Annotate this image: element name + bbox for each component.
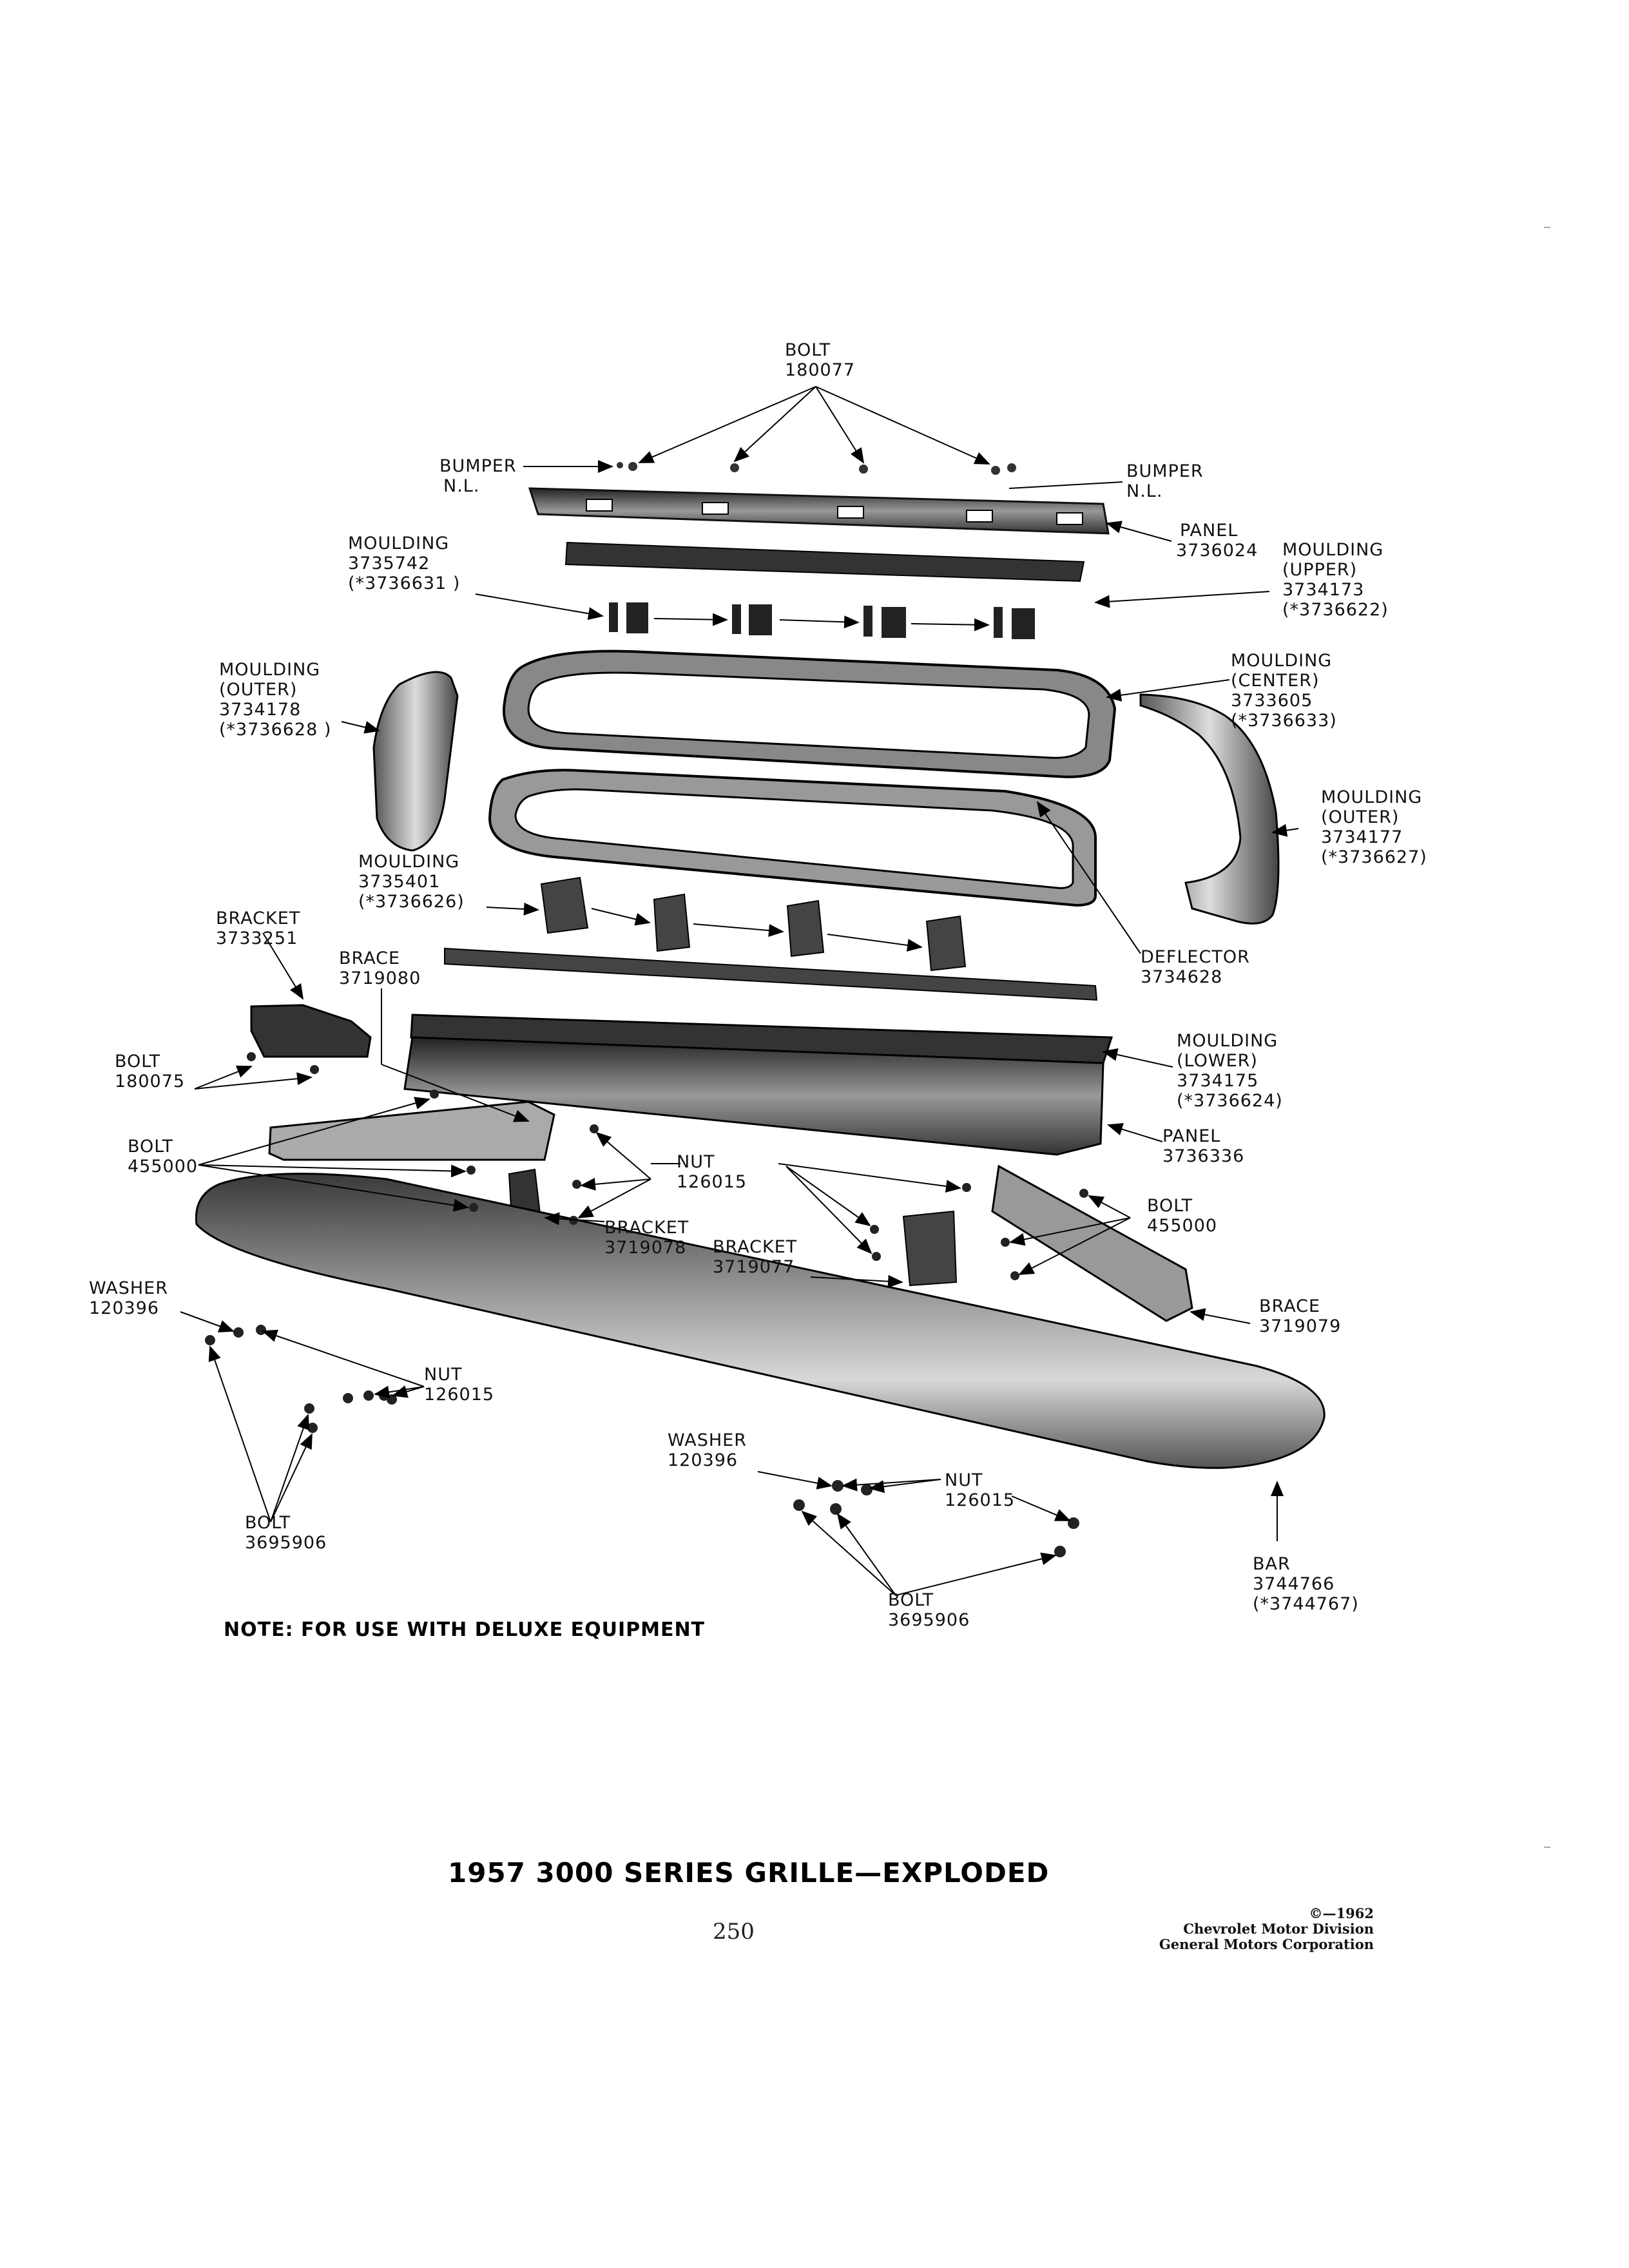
- scan-speck: [1544, 1847, 1550, 1848]
- moulding-3735742-parts: [609, 602, 1035, 639]
- bracket-row-parts: [540, 876, 967, 972]
- moulding-upper-part: [564, 541, 1085, 582]
- label-moulding-outer-right: MOULDING(OUTER)3734177(*3736627): [1321, 787, 1427, 867]
- moulding-lower-part: [403, 1014, 1113, 1156]
- copyright-corporation: General Motors Corporation: [1159, 1936, 1374, 1952]
- label-moulding-outer-left: MOULDING(OUTER)3734178(*3736628 ): [219, 660, 332, 740]
- scan-speck: [1544, 227, 1550, 228]
- leader-lines: [180, 386, 1299, 1596]
- copyright-year: ©—1962: [1309, 1905, 1374, 1921]
- label-moulding-upper: MOULDING(UPPER)3734173(*3736622): [1282, 540, 1389, 620]
- bar-3744766-part: [195, 1173, 1325, 1469]
- bracket-3733251-part: [250, 1004, 372, 1058]
- moulding-center-part: [502, 649, 1117, 778]
- brace-3719079-part: [991, 1164, 1193, 1322]
- moulding-outer-right-part: [1139, 693, 1280, 925]
- moulding-outer-left-part: [372, 671, 459, 852]
- bracket-3719077-part: [902, 1210, 958, 1287]
- page-number: 250: [713, 1919, 755, 1945]
- label-moulding-lower: MOULDING(LOWER)3734175(*3736624): [1177, 1031, 1283, 1111]
- label-moulding-center: MOULDING(CENTER)3733605(*3736633): [1231, 651, 1337, 731]
- brace-3719080-part: [444, 947, 1098, 1001]
- bolt-180077-parts: [617, 462, 1016, 475]
- panel-upper-part: [528, 487, 1110, 535]
- fasteners: [205, 1052, 1088, 1557]
- note-deluxe-equipment: NOTE: FOR USE WITH DELUXE EQUIPMENT: [224, 1619, 706, 1641]
- copyright-division: Chevrolet Motor Division: [1183, 1921, 1374, 1937]
- brace-left-part: [268, 1100, 555, 1161]
- moulding-3735401-part: [488, 769, 1097, 907]
- copyright-block: ©—1962 Chevrolet Motor Division General …: [1108, 1906, 1374, 1952]
- page-title: 1957 3000 SERIES GRILLE—EXPLODED: [448, 1857, 1050, 1888]
